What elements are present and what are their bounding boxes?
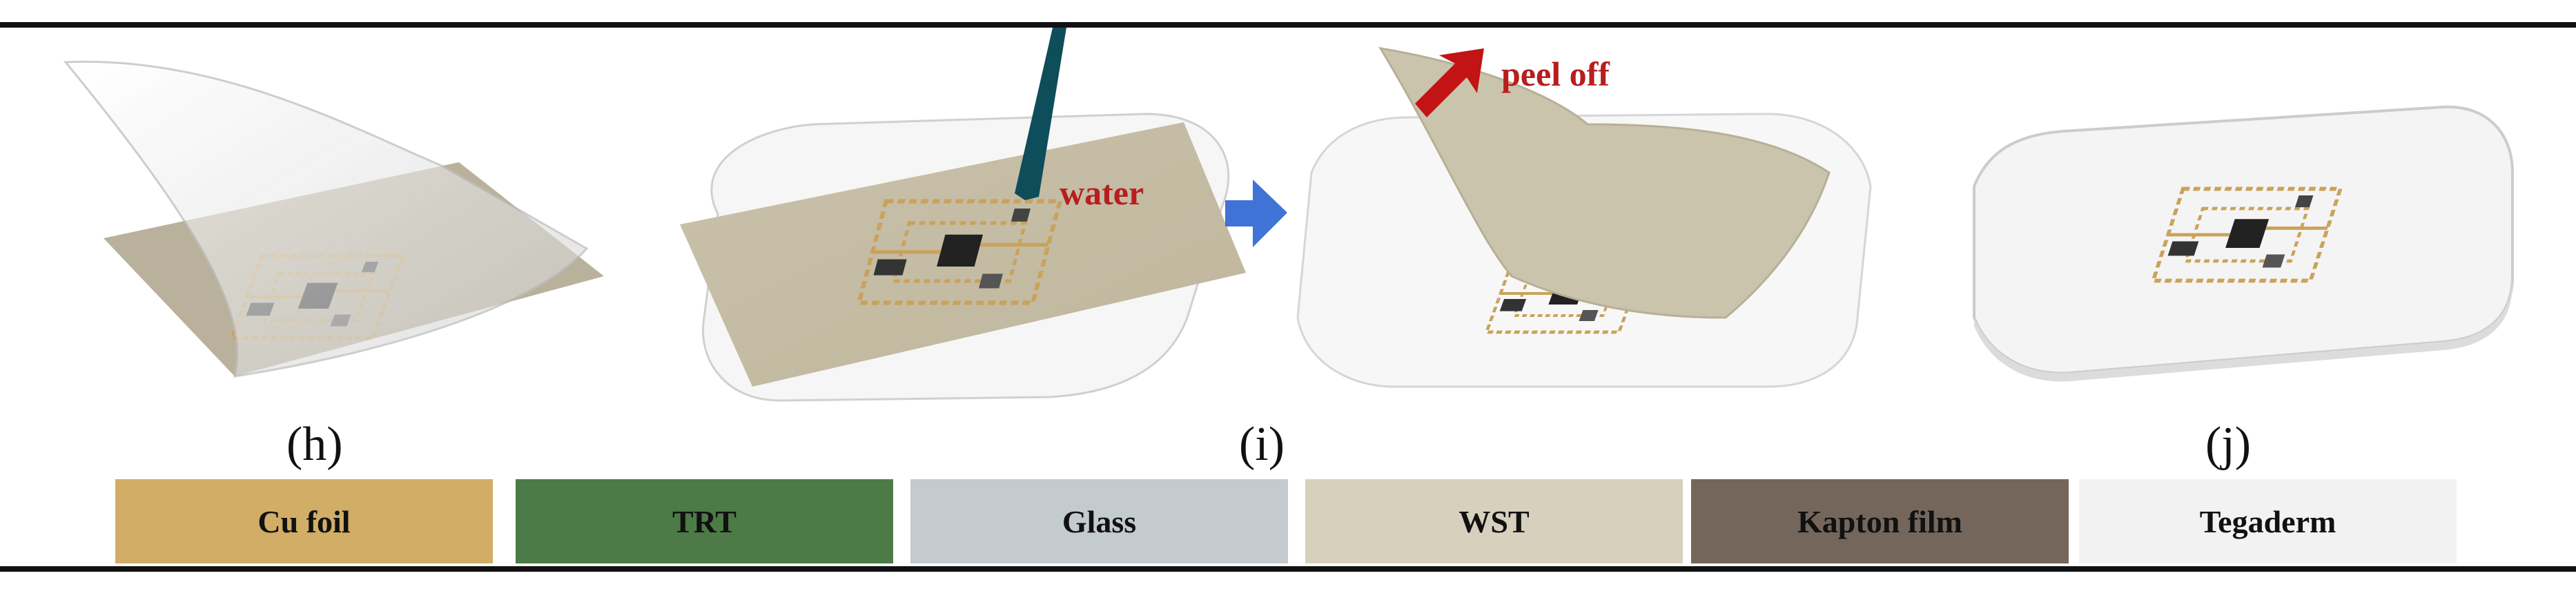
legend-label: Cu foil [257, 503, 351, 539]
panel-label-j: (j) [2205, 418, 2252, 471]
legend-trt: TRT [516, 479, 893, 563]
legend-wst: WST [1305, 479, 1683, 563]
legend-label: WST [1458, 503, 1530, 539]
pipette-icon [1015, 28, 1066, 200]
stage-2-water [680, 28, 1246, 402]
panel-label-h: (h) [286, 418, 343, 471]
bottom-rule [0, 566, 2576, 572]
tegaderm-film [63, 60, 589, 378]
panel-label-i: (i) [1239, 418, 1285, 471]
legend-label: Kapton film [1797, 503, 1962, 539]
stage-4-final-device [1973, 105, 2514, 382]
stage-1-lamination [63, 60, 604, 378]
legend-label: Glass [1062, 503, 1137, 539]
legend-label: TRT [672, 503, 736, 539]
peel-arrow-icon [1415, 48, 1484, 117]
right-arrow-icon [1225, 180, 1287, 247]
legend-label: Tegaderm [2199, 503, 2336, 539]
water-label: water [1060, 173, 1144, 212]
wst-layer-peeled [1378, 46, 1831, 319]
legend-kapton-film: Kapton film [1691, 479, 2069, 563]
process-illustration [63, 28, 2514, 402]
stage-3-peel [1296, 46, 1872, 388]
top-rule [0, 22, 2576, 28]
peel-off-label: peel off [1501, 55, 1610, 93]
legend-cu-foil: Cu foil [115, 479, 493, 563]
legend-tegaderm: Tegaderm [2079, 479, 2457, 563]
legend-glass: Glass [910, 479, 1288, 563]
